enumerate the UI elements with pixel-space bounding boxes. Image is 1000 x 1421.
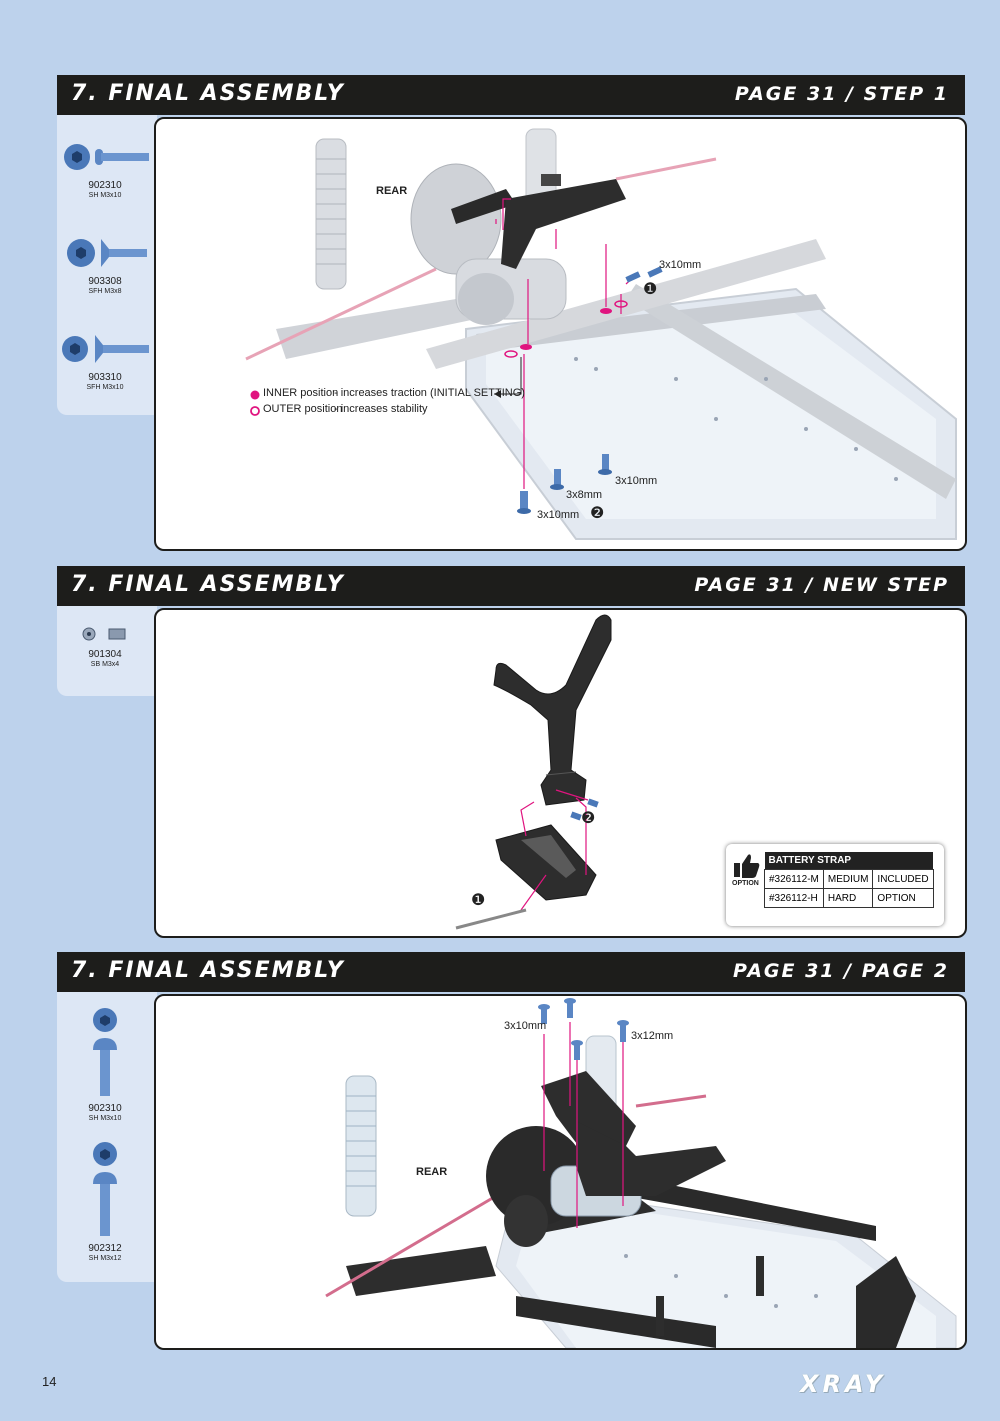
section-header: 7. FINAL ASSEMBLY PAGE 31 / NEW STEP bbox=[57, 566, 965, 606]
section-header: 7. FINAL ASSEMBLY PAGE 31 / STEP 1 bbox=[57, 75, 965, 115]
section-header: 7. FINAL ASSEMBLY PAGE 31 / PAGE 2 bbox=[57, 952, 965, 992]
step-number-1: ❶ bbox=[471, 892, 486, 909]
screw-size-label: 3x10mm bbox=[615, 475, 658, 487]
part-spec: SFH M3x8 bbox=[88, 288, 122, 295]
parts-sidebar bbox=[57, 606, 157, 696]
screw-size-label: 3x10mm bbox=[504, 1020, 547, 1032]
section-title: 7. FINAL ASSEMBLY bbox=[71, 572, 345, 597]
section-page-2: 7. FINAL ASSEMBLY PAGE 31 / PAGE 2 90231… bbox=[57, 952, 967, 1350]
section-new-step: 7. FINAL ASSEMBLY PAGE 31 / NEW STEP 901… bbox=[57, 566, 967, 938]
part-spec: SFH M3x10 bbox=[86, 384, 124, 391]
part-number: 901304 bbox=[88, 649, 122, 660]
option-hardness: MEDIUM bbox=[822, 869, 874, 889]
section-step-1: 7. FINAL ASSEMBLY PAGE 31 / STEP 1 90231… bbox=[57, 75, 967, 551]
assembly-panel: ❶ ❷ OPTION BATTERY STRAP #326112-M MEDIU… bbox=[154, 608, 967, 938]
battery-strap-illustration bbox=[455, 614, 612, 930]
chassis-assembly-illustration bbox=[245, 128, 957, 540]
option-table: BATTERY STRAP #326112-M MEDIUM INCLUDED … bbox=[764, 852, 934, 908]
part-number: 903308 bbox=[88, 276, 122, 287]
part-number: 902312 bbox=[88, 1243, 122, 1254]
rear-label: REAR bbox=[376, 185, 408, 197]
option-code: #326112-M bbox=[764, 869, 824, 889]
option-header: BATTERY STRAP bbox=[764, 852, 934, 870]
page-reference: PAGE 31 / STEP 1 bbox=[734, 83, 949, 105]
flat-head-screw-icon bbox=[67, 239, 147, 267]
thumbs-up-icon bbox=[734, 854, 760, 878]
section-title: 7. FINAL ASSEMBLY bbox=[71, 958, 345, 983]
page-number: 14 bbox=[42, 1374, 57, 1389]
chassis-final-illustration bbox=[325, 998, 957, 1348]
part-number: 902310 bbox=[88, 180, 122, 191]
option-status: OPTION bbox=[872, 888, 934, 908]
page-reference: PAGE 31 / PAGE 2 bbox=[733, 960, 949, 982]
screw-size-label: 3x10mm bbox=[537, 509, 580, 521]
step-number-1: ❶ bbox=[643, 281, 658, 298]
legend-inner-position: INNER position bbox=[263, 387, 339, 399]
part-spec: SH M3x12 bbox=[88, 1255, 122, 1262]
option-code: #326112-H bbox=[764, 888, 824, 908]
part-902310: 902310 SH M3x10 bbox=[57, 139, 153, 200]
page-reference: PAGE 31 / NEW STEP bbox=[694, 574, 949, 596]
screw-size-label: 3x8mm bbox=[566, 489, 603, 501]
part-number: 903310 bbox=[88, 372, 122, 383]
part-spec: SH M3x10 bbox=[88, 192, 122, 199]
button-head-screw-icon bbox=[64, 144, 149, 170]
legend-inner-effect: - increases traction (INITIAL SETTING) bbox=[334, 387, 525, 399]
part-902312: 902312 SH M3x12 bbox=[57, 1140, 153, 1263]
table-row: #326112-H HARD OPTION bbox=[764, 888, 934, 908]
rear-label: REAR bbox=[416, 1166, 448, 1178]
part-spec: SH M3x10 bbox=[88, 1115, 122, 1122]
assembly-panel: REAR 3x10mm ❶ 3x10mm 3x8mm 3x10mm ❷ INNE… bbox=[154, 117, 967, 551]
screw-size-label: 3x10mm bbox=[659, 259, 702, 271]
option-hardness: HARD bbox=[822, 888, 874, 908]
part-903308: 903308 SFH M3x8 bbox=[57, 235, 153, 296]
button-head-screw-icon bbox=[93, 1142, 117, 1236]
screw-size-label: 3x12mm bbox=[631, 1030, 674, 1042]
set-screw-icon bbox=[82, 627, 126, 641]
step-number-2: ❷ bbox=[590, 505, 605, 522]
table-row: #326112-M MEDIUM INCLUDED bbox=[764, 869, 934, 889]
part-spec: SB M3x4 bbox=[90, 661, 120, 668]
button-head-screw-icon bbox=[93, 1008, 117, 1096]
option-tag: OPTION bbox=[732, 880, 759, 887]
legend-outer-position: OUTER position bbox=[263, 403, 343, 415]
legend-outer-effect: - increases stability bbox=[334, 403, 428, 415]
part-902310: 902310 SH M3x10 bbox=[57, 1006, 153, 1123]
part-number: 902310 bbox=[88, 1103, 122, 1114]
section-title: 7. FINAL ASSEMBLY bbox=[71, 81, 345, 106]
flat-head-screw-icon bbox=[62, 335, 149, 363]
option-box: OPTION BATTERY STRAP #326112-M MEDIUM IN… bbox=[726, 844, 944, 926]
part-901304: 901304 SB M3x4 bbox=[57, 624, 153, 669]
step-number-2: ❷ bbox=[581, 810, 596, 827]
assembly-panel: REAR 3x10mm 3x12mm bbox=[154, 994, 967, 1350]
part-903310: 903310 SFH M3x10 bbox=[57, 331, 153, 392]
option-status: INCLUDED bbox=[872, 869, 934, 889]
xray-logo: XRAY bbox=[800, 1370, 887, 1398]
